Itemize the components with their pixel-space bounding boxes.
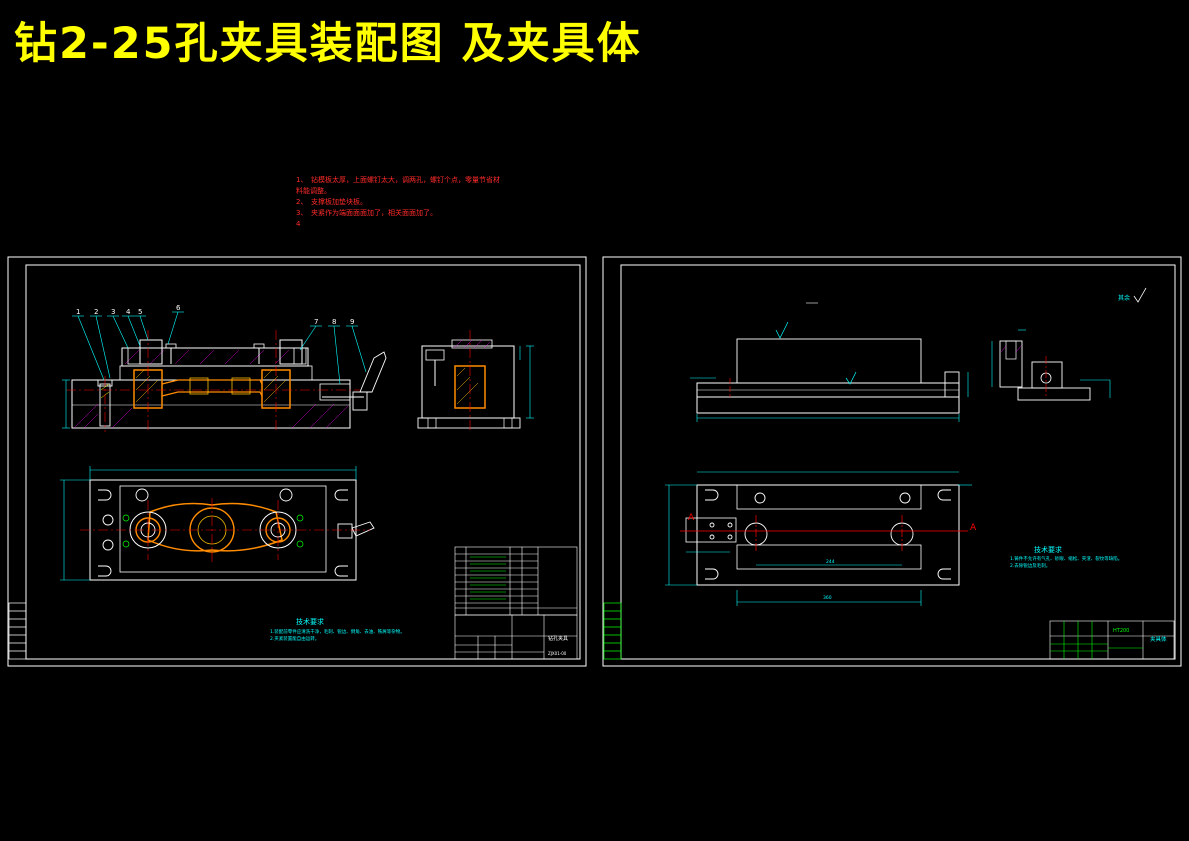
note-line: 1、 钻模板太厚，上面螺钉太大，调两孔，螺钉个点，零量节省材 <box>296 176 500 184</box>
sheet-fixture-body: 其余 <box>602 256 1182 667</box>
tech-req-title: 技术要求 <box>1034 545 1062 554</box>
sheet-inner-frame <box>620 264 1176 660</box>
tech-req-title: 技术要求 <box>296 617 324 626</box>
sheet-outer-frame <box>602 256 1182 667</box>
side-strip <box>8 602 27 660</box>
svg-text:其余: 其余 <box>1118 294 1130 302</box>
dim-length: 360 <box>823 595 832 601</box>
note-line: 2、 支撑板加垫块板。 <box>296 198 367 206</box>
balloon-5: 5 <box>138 308 142 316</box>
section-label-right: A <box>970 523 977 533</box>
balloon-6: 6 <box>176 304 181 312</box>
top-view <box>60 466 375 581</box>
side-strip <box>603 602 622 660</box>
body-front-view <box>690 302 969 422</box>
body-top-view: A A 360 244 <box>665 471 977 606</box>
side-view <box>417 330 534 432</box>
tech-requirements-body: 技术要求 1.铸件不允许有气孔、砂眼、缩松、夹渣、裂纹等缺陷。 2.去除锐边及毛… <box>1010 545 1122 569</box>
balloon-8: 8 <box>332 318 336 326</box>
title-block-name: 钻孔夹具 <box>548 635 568 642</box>
tech-req-line: 1.铸件不允许有气孔、砂眼、缩松、夹渣、裂纹等缺陷。 <box>1010 555 1122 562</box>
balloon-4: 4 <box>126 308 131 316</box>
balloon-2: 2 <box>94 308 98 316</box>
note-line: 料能调整。 <box>296 187 331 195</box>
sheet-assembly: 1 2 3 4 5 6 7 8 9 <box>7 256 587 667</box>
balloon-9: 9 <box>350 318 354 326</box>
front-section-view: 1 2 3 4 5 6 7 8 9 <box>62 304 387 432</box>
title-block-material: HT200 <box>1113 628 1129 634</box>
sheet-outer-frame <box>7 256 587 667</box>
title-block-drawing-no: ZJX01-00 <box>548 651 567 656</box>
tech-requirements-assembly: 技术要求 1.装配前零件应清洗干净，毛刺、锐边、倒角、去油、铁屑等杂物。 2.夹… <box>270 617 405 642</box>
page-title: 钻2-25孔夹具装配图 及夹具体 <box>14 19 642 69</box>
dim-holes: 244 <box>826 559 835 565</box>
sheet-inner-frame <box>25 264 581 660</box>
balloon-3: 3 <box>111 308 115 316</box>
revision-notes: 1、 钻模板太厚，上面螺钉太大，调两孔，螺钉个点，零量节省材 料能调整。 2、 … <box>296 175 546 230</box>
section-label-left: A <box>688 513 695 523</box>
tech-req-line: 1.装配前零件应清洗干净，毛刺、锐边、倒角、去油、铁屑等杂物。 <box>270 628 405 635</box>
tech-req-line: 2.夹紧装置能自由运转。 <box>270 635 319 642</box>
roughness-note: 其余 <box>1118 287 1147 303</box>
note-line: 4 <box>296 220 301 228</box>
bom-and-title-block <box>454 546 578 660</box>
body-side-view <box>991 329 1111 401</box>
note-line: 3、 夹紧作为端面面面加了，相关面面加了。 <box>296 209 437 217</box>
title-block-body <box>1049 620 1175 660</box>
balloon-7: 7 <box>314 318 318 326</box>
title-block-name: 夹具体 <box>1150 635 1167 643</box>
tech-req-line: 2.去除锐边及毛刺。 <box>1010 562 1050 569</box>
balloon-1: 1 <box>76 308 80 316</box>
